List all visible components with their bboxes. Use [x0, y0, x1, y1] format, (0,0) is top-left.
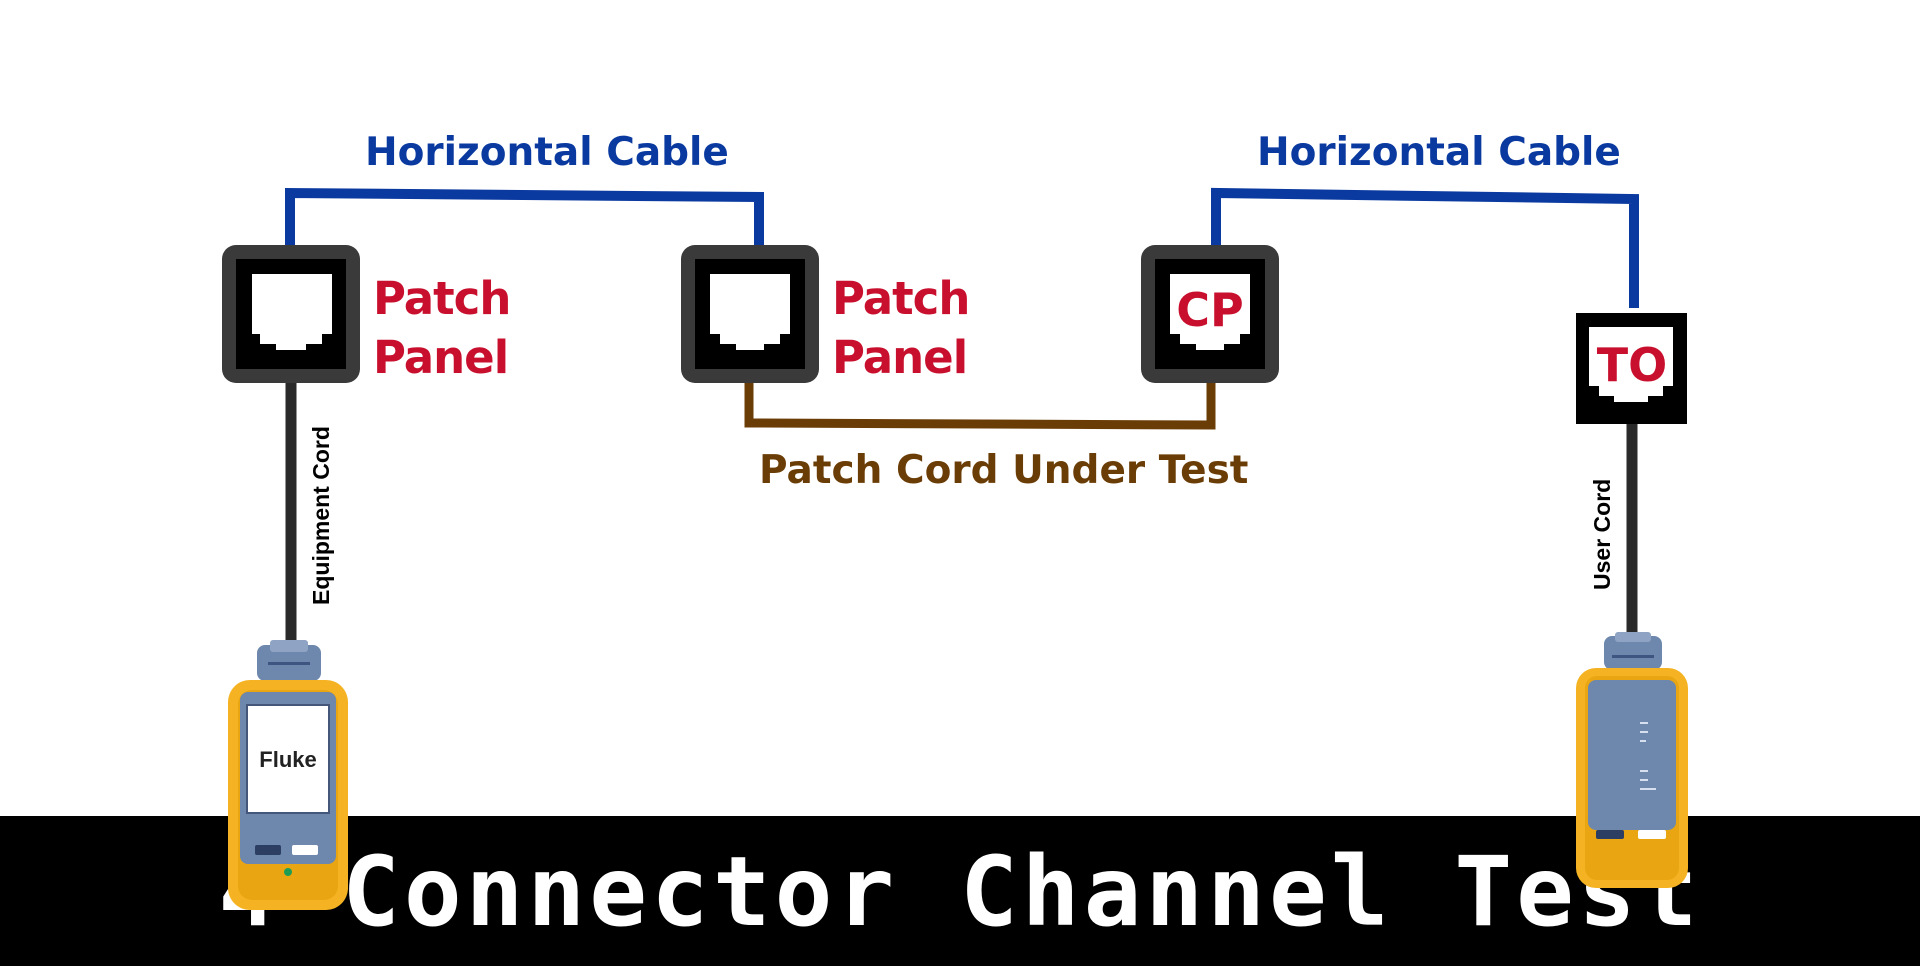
patch-panel-2-label-line1: Patch: [832, 272, 969, 325]
horizontal-cable-right-label: Horizontal Cable: [1257, 130, 1621, 175]
patch-panel-1-label-line1: Patch: [373, 272, 510, 325]
patch-panel-1-label-line2: Panel: [373, 331, 508, 384]
equipment-cord-label: Equipment Cord: [308, 426, 334, 605]
patch-panel-1-jack-icon: [222, 245, 360, 383]
page-title: 4-Connector Channel Test: [218, 836, 1701, 948]
consolidation-point-label: CP: [1176, 283, 1243, 337]
patch-cord-line: [744, 350, 1216, 430]
horizontal-cable-right-line: [1211, 187, 1639, 308]
cable-tester-remote-unit-icon: [1576, 632, 1688, 888]
patch-cord-under-test-label: Patch Cord Under Test: [759, 448, 1248, 493]
telecom-outlet-label: TO: [1597, 338, 1667, 392]
horizontal-cable-left-label: Horizontal Cable: [365, 130, 729, 175]
telecom-outlet-jack-icon: [1576, 313, 1687, 424]
cable-tester-main-unit-icon: [228, 640, 348, 910]
patch-panel-2-label-line2: Panel: [832, 331, 967, 384]
tester-screen-text: Fluke: [259, 747, 316, 772]
horizontal-cable-left-line: [285, 187, 764, 252]
patch-panel-2-jack-icon: [681, 245, 819, 383]
user-cord-label: User Cord: [1589, 479, 1615, 590]
consolidation-point-jack-icon: [1141, 245, 1279, 383]
